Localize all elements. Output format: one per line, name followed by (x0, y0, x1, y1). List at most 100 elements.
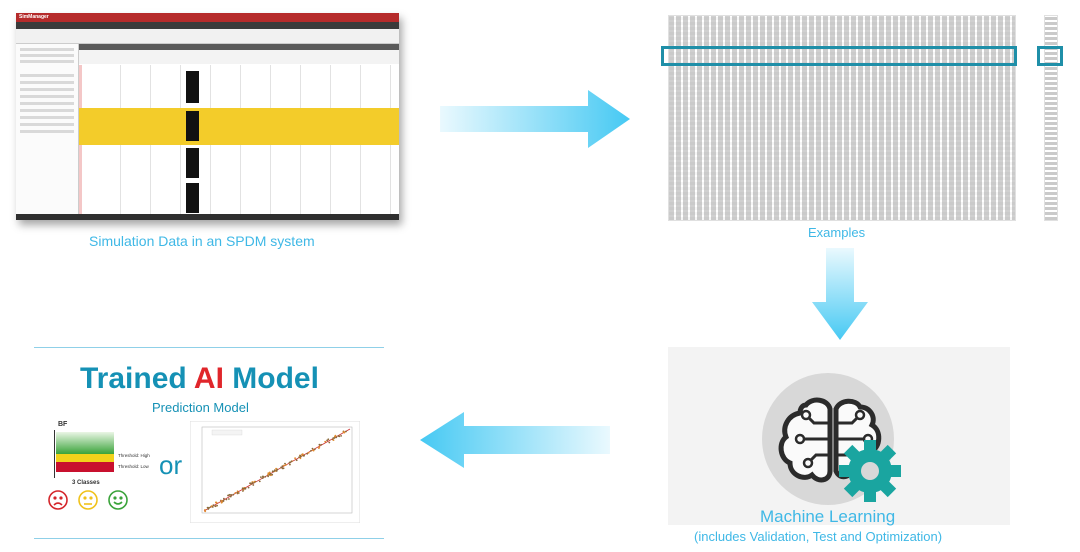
scatter-point (299, 457, 302, 460)
scatter-point (258, 480, 261, 483)
scatter-point (234, 492, 237, 494)
scatter-point (222, 500, 225, 502)
threshold-chart: BF Threshold: High Threshold: Low 3 Clas… (48, 420, 194, 532)
scatter-point (307, 451, 310, 454)
scatter-point (204, 509, 206, 511)
scatter-point (247, 486, 250, 489)
scatter-point (282, 467, 285, 470)
scatter-point (328, 441, 331, 444)
scatter-point (327, 438, 330, 441)
scatter-point (264, 475, 267, 478)
scatter-point (228, 498, 230, 500)
scatter-point (211, 506, 214, 508)
arrow-right-icon (440, 90, 630, 148)
threshold-low-label: Threshold: Low (118, 464, 149, 469)
scatter-point (332, 439, 335, 441)
spdm-screenshot: SimManager (16, 13, 399, 220)
scatter-point (318, 446, 321, 448)
scatter-point (253, 480, 256, 483)
scatter-point (290, 460, 293, 463)
spdm-thumbnail (186, 183, 199, 213)
scatter-point (288, 461, 291, 464)
scatter-point (310, 450, 312, 452)
arrow-left-icon (420, 412, 610, 468)
scatter-point (313, 448, 316, 451)
scatter-point (212, 504, 215, 507)
spdm-titlebar: SimManager (16, 13, 399, 22)
ml-subtitle: (includes Validation, Test and Optimizat… (694, 529, 943, 544)
scatter-point (334, 434, 337, 437)
scatter-point (214, 505, 217, 508)
machine-learning-card: Machine Learning (668, 347, 1010, 526)
spdm-menubar (16, 22, 399, 29)
scatter-point (284, 462, 286, 465)
regression-plot (190, 421, 360, 523)
scatter-point (337, 435, 340, 437)
spdm-caption: Simulation Data in an SPDM system (89, 233, 315, 249)
spdm-thumbnail (186, 111, 199, 141)
red-zone (56, 462, 114, 472)
spdm-header-bar (79, 44, 399, 50)
scatter-point (208, 506, 210, 509)
examples-matrix (668, 15, 1016, 221)
regression-points (204, 430, 347, 513)
scatter-point (269, 472, 272, 475)
arrow-down-icon (812, 248, 868, 340)
scatter-point (267, 472, 270, 475)
scatter-point (283, 464, 285, 467)
scatter-point (236, 491, 239, 494)
scatter-point (227, 494, 229, 497)
scatter-point (232, 493, 235, 496)
scatter-point (311, 447, 314, 450)
model-title-part2: Model (223, 362, 319, 395)
scatter-point (324, 440, 327, 443)
model-title-ai: AI (193, 362, 224, 395)
threshold-axis (54, 430, 55, 478)
spdm-thumbnail (186, 148, 199, 178)
scatter-point (260, 476, 262, 478)
scatter-point (326, 439, 328, 442)
scatter-point (250, 482, 252, 485)
model-title-part1: Trained (80, 362, 194, 395)
or-text: or (159, 450, 183, 480)
scatter-point (242, 490, 244, 492)
scatter-point (267, 475, 269, 478)
scatter-point (303, 454, 305, 457)
green-zone (56, 432, 114, 454)
scatter-point (268, 471, 271, 474)
scatter-point (345, 430, 347, 433)
scatter-point (230, 494, 233, 496)
neutral-face-icon (78, 490, 98, 510)
happy-face-icon (108, 490, 128, 510)
scatter-point (206, 506, 209, 509)
scatter-point (335, 436, 338, 439)
scatter-point (306, 452, 309, 455)
scatter-point (216, 504, 218, 507)
yellow-zone (56, 454, 114, 462)
spdm-selected-row (79, 108, 399, 145)
scatter-point (272, 470, 275, 473)
spdm-sidebar (16, 44, 79, 214)
trained-model-card: Trained AI Model Prediction Model BF Thr… (34, 347, 384, 539)
scatter-point (280, 466, 282, 469)
scatter-point (251, 482, 254, 484)
scatter-point (295, 459, 298, 462)
selected-target-cell (1037, 46, 1063, 66)
scatter-point (289, 463, 291, 466)
scatter-point (284, 464, 287, 466)
spdm-toolbar (16, 29, 399, 44)
scatter-point (262, 475, 264, 478)
brain-gear-icon (762, 373, 901, 505)
spdm-tab-row (79, 50, 399, 64)
scatter-point (261, 477, 264, 479)
scatter-point (281, 465, 284, 467)
ml-title: Machine Learning (760, 507, 896, 526)
class-faces (48, 490, 128, 510)
scatter-point (333, 437, 336, 439)
scatter-point (215, 501, 218, 504)
scatter-point (273, 469, 276, 472)
scatter-point (343, 431, 346, 434)
scatter-point (271, 473, 274, 476)
spdm-app-title: SimManager (19, 14, 49, 20)
scatter-point (207, 508, 210, 510)
